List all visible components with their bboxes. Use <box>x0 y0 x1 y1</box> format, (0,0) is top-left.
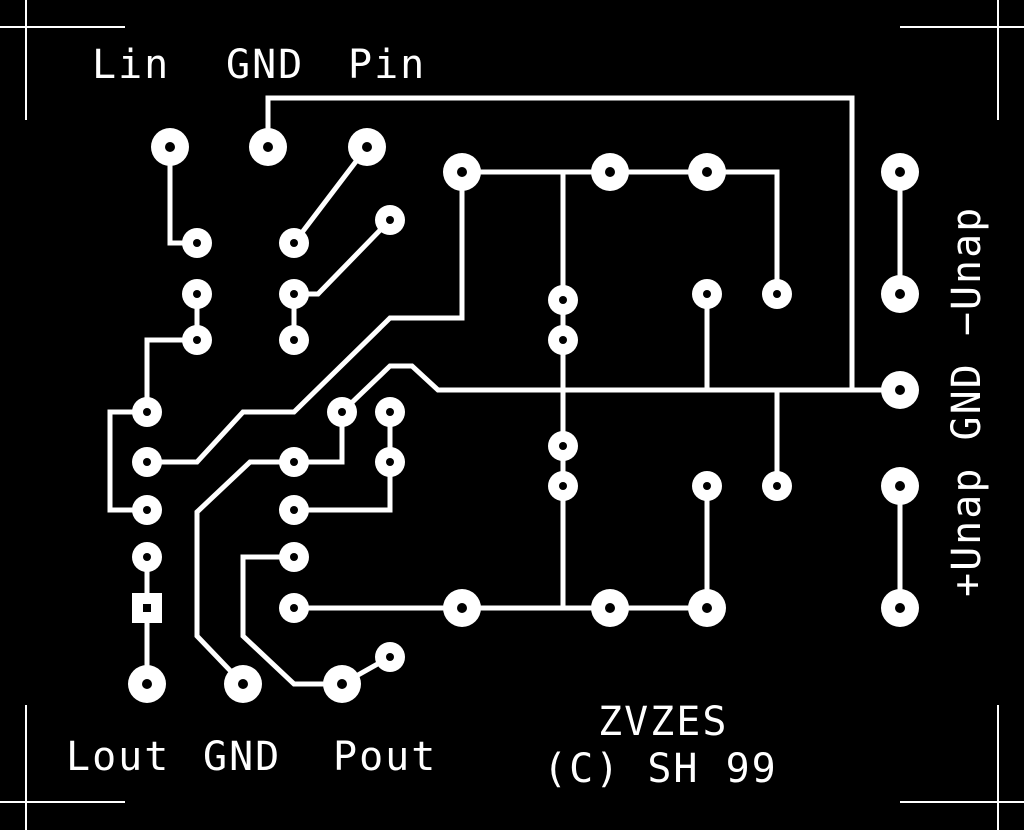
trace-left-loop <box>107 337 200 513</box>
hole-390-220 <box>386 216 394 224</box>
trace-mid-loop <box>338 363 903 416</box>
hole-610-608 <box>605 603 615 613</box>
trace-390-down <box>291 409 393 513</box>
hole-563-486 <box>559 482 567 490</box>
hole-right-1 <box>895 167 905 177</box>
hole-gnd-bottom <box>238 679 248 689</box>
hole-147-462 <box>143 458 151 466</box>
hole-610-172 <box>605 167 615 177</box>
hole-563-340 <box>559 336 567 344</box>
hole-294-340 <box>290 336 298 344</box>
hole-right-gnd <box>895 385 905 395</box>
hole-gnd-top <box>263 142 273 152</box>
hole-294-294 <box>290 290 298 298</box>
hole-563-446 <box>559 442 567 450</box>
trace-top-bus <box>459 169 780 297</box>
hole-342-412 <box>338 408 346 416</box>
hole-right-3 <box>895 481 905 491</box>
drill-holes <box>142 142 905 689</box>
hole-294-243 <box>290 239 298 247</box>
hole-147-510 <box>143 506 151 514</box>
label-title: ZVZES <box>598 699 728 745</box>
label-pin: Pin <box>348 42 426 88</box>
hole-197-243 <box>193 239 201 247</box>
hole-390-412 <box>386 408 394 416</box>
hole-197-340 <box>193 336 201 344</box>
label-supply-vertical: +Unap GND −Unap <box>944 206 990 597</box>
hole-294-608 <box>290 604 298 612</box>
label-gnd-bottom: GND <box>203 734 281 780</box>
hole-707-294 <box>703 290 711 298</box>
hole-707-608 <box>702 603 712 613</box>
label-pout: Pout <box>333 734 437 780</box>
hole-777-486 <box>773 482 781 490</box>
hole-lin <box>165 142 175 152</box>
hole-pout <box>337 679 347 689</box>
traces <box>107 95 903 688</box>
hole-294-462 <box>290 458 298 466</box>
hole-462-608 <box>457 603 467 613</box>
hole-147-557 <box>143 553 151 561</box>
hole-lout <box>142 679 152 689</box>
hole-147-412 <box>143 408 151 416</box>
label-copyright: (C) SH 99 <box>543 746 778 792</box>
hole-square <box>143 604 151 612</box>
hole-pin <box>362 142 372 152</box>
trace-cap-link <box>144 169 465 465</box>
hole-390-657 <box>386 653 394 661</box>
hole-777-294 <box>773 290 781 298</box>
hole-right-4 <box>895 603 905 613</box>
hole-707-172 <box>702 167 712 177</box>
hole-707-486 <box>703 482 711 490</box>
hole-462-172 <box>457 167 467 177</box>
hole-390-462 <box>386 458 394 466</box>
trace-lout <box>194 459 297 688</box>
hole-right-2 <box>895 289 905 299</box>
hole-197-294 <box>193 290 201 298</box>
hole-294-557 <box>290 553 298 561</box>
label-lin: Lin <box>92 42 170 88</box>
trace-mid-bus <box>291 409 345 465</box>
trace-gnd-diag-1 <box>290 143 371 247</box>
label-lout: Lout <box>66 734 170 780</box>
hole-294-510 <box>290 506 298 514</box>
hole-563-300 <box>559 296 567 304</box>
label-gnd-top: GND <box>226 42 304 88</box>
